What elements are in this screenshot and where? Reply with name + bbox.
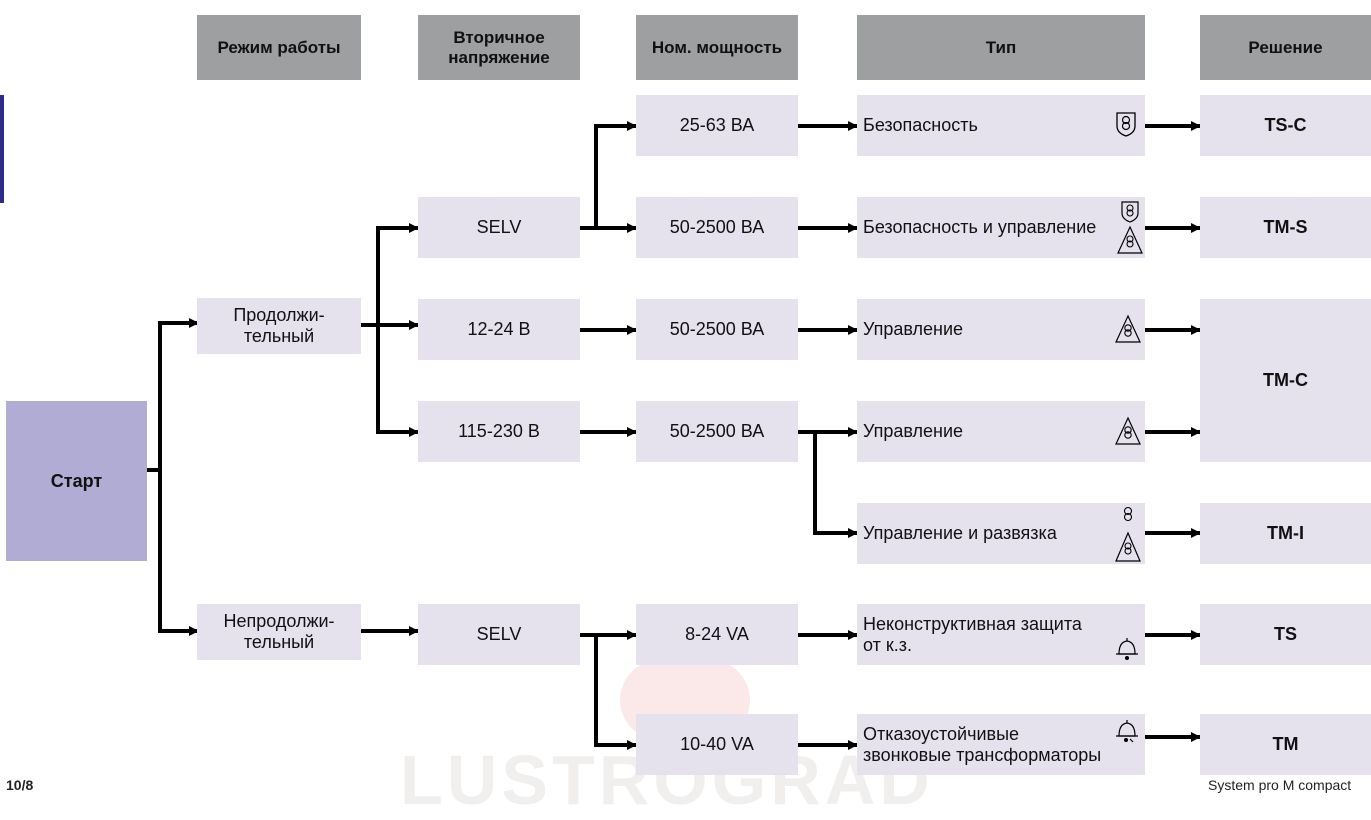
solution-tm-s: TM-S: [1200, 197, 1371, 258]
type-label: Безопасность и управление: [863, 217, 1097, 237]
page-number: 10/8: [6, 777, 34, 793]
type-label: Отказоустойчивые звонковые трансформатор…: [863, 723, 1102, 765]
isolation-control-transformer-icon: [1115, 506, 1141, 562]
voltage-12-24: 12-24 В: [418, 299, 580, 360]
type-short-circuit-protection: Неконструктивная защита от к.з.: [857, 604, 1145, 665]
voltage-selv-1: SELV: [418, 197, 580, 258]
type-label: Управление: [863, 421, 964, 441]
mode-noncontinuous: Непродолжи- тельный: [197, 604, 361, 660]
power-50-2500-a: 50-2500 ВА: [636, 197, 798, 258]
safety-transformer-icon: [1116, 112, 1136, 137]
mode-continuous: Продолжи- тельный: [197, 298, 361, 354]
solution-tm: TM: [1200, 714, 1371, 775]
type-control-isolation: Управление и развязка: [857, 503, 1145, 564]
solution-tm-c: TM-C: [1200, 299, 1371, 462]
control-transformer-icon: [1115, 416, 1141, 445]
type-control-2: Управление: [857, 401, 1145, 462]
solution-tm-i: TM-I: [1200, 503, 1371, 564]
brand-footer: System pro M compact: [1208, 777, 1352, 793]
header-solution: Решение: [1200, 15, 1371, 80]
type-safety-control: Безопасность и управление: [857, 197, 1145, 258]
flow-connectors: [147, 121, 1201, 750]
failsafe-bell-transformer-icon: [1116, 720, 1138, 743]
power-10-40: 10-40 VA: [636, 714, 798, 775]
type-failsafe-bell: Отказоустойчивые звонковые трансформатор…: [857, 714, 1145, 775]
power-25-63: 25-63 ВА: [636, 95, 798, 156]
power-8-24: 8-24 VA: [636, 604, 798, 665]
type-safety: Безопасность: [857, 95, 1145, 156]
control-transformer-icon: [1115, 314, 1141, 343]
type-label: Безопасность: [863, 115, 978, 135]
safety-control-transformer-icon: [1117, 201, 1143, 254]
power-50-2500-c: 50-2500 ВА: [636, 401, 798, 462]
power-50-2500-b: 50-2500 ВА: [636, 299, 798, 360]
page-edge-bar: [0, 95, 4, 203]
header-mode: Режим работы: [197, 15, 361, 80]
voltage-selv-2: SELV: [418, 604, 580, 665]
type-label: Неконструктивная защита от к.з.: [863, 613, 1082, 655]
voltage-115-230: 115-230 В: [418, 401, 580, 462]
bell-transformer-icon: [1116, 638, 1138, 660]
type-control-1: Управление: [857, 299, 1145, 360]
solution-ts: TS: [1200, 604, 1371, 665]
start-node: Старт: [6, 401, 147, 561]
solution-ts-c: TS-C: [1200, 95, 1371, 156]
type-label: Управление и развязка: [863, 523, 1057, 543]
header-type: Тип: [857, 15, 1145, 80]
header-rated-power: Ном. мощность: [636, 15, 798, 80]
header-secondary-voltage: Вторичное напряжение: [418, 15, 580, 80]
type-label: Управление: [863, 319, 964, 339]
